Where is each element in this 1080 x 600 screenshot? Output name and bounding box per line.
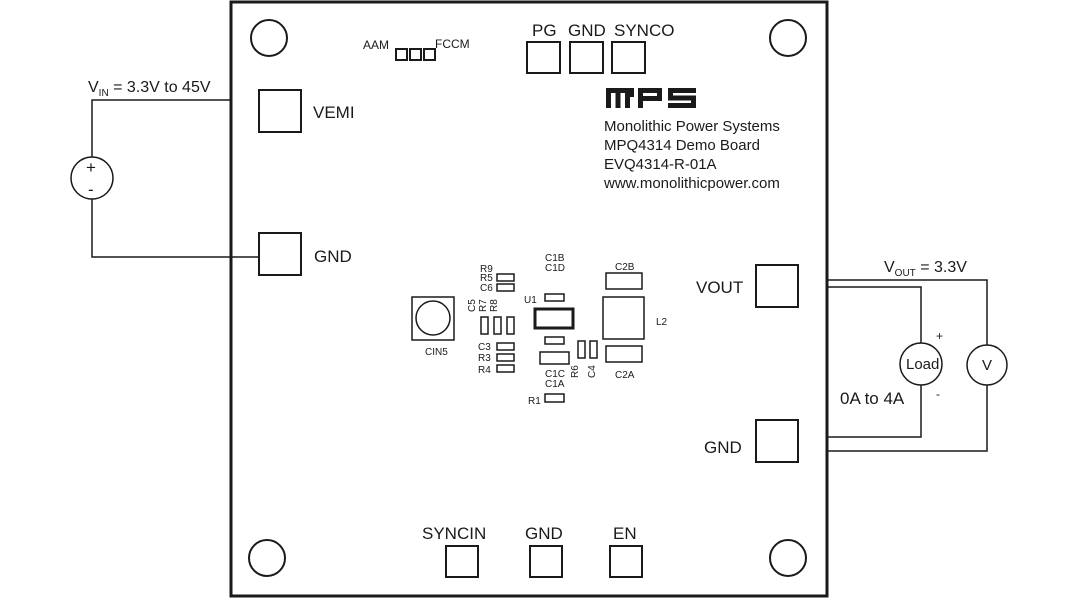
- comp-label-u1: U1: [524, 295, 537, 306]
- terminal-label-synco: SYNCO: [614, 21, 674, 40]
- terminal-synco: [611, 41, 646, 74]
- vin-range: = 3.3V to 45V: [109, 79, 211, 96]
- load-minus: -: [936, 387, 940, 401]
- source-minus: -: [88, 180, 94, 199]
- comp-c2a: [605, 345, 643, 363]
- comp-c1c: [539, 351, 570, 365]
- comp-label-c3: C3: [478, 342, 491, 353]
- gnd-wire-meter-bottom: [827, 385, 988, 452]
- vin-label-main: V: [88, 79, 99, 96]
- vout-value: = 3.3V: [916, 259, 967, 276]
- comp-label-r3: R3: [478, 353, 491, 364]
- terminal-gnd-bottom: [529, 545, 563, 578]
- comp-label-c1a: C1A: [545, 379, 565, 390]
- source-plus: +: [86, 158, 96, 177]
- comp-label-c5: C5: [467, 299, 478, 312]
- vin-wire-bottom: [91, 199, 259, 258]
- company-line-1: Monolithic Power Systems: [604, 118, 780, 135]
- terminal-label-gnd-left: GND: [314, 247, 352, 266]
- terminal-gnd-right: [755, 419, 799, 463]
- terminal-label-en: EN: [613, 524, 637, 543]
- terminal-label-pg: PG: [532, 21, 557, 40]
- terminal-vemi: [258, 89, 302, 133]
- comp-label-r7: R7: [478, 299, 489, 312]
- comp-c1-upper: [544, 336, 565, 345]
- comp-label-c6: C6: [480, 283, 493, 294]
- comp-label-r4: R4: [478, 365, 491, 376]
- voltmeter-label: V: [982, 357, 992, 374]
- board-outline: [229, 0, 829, 598]
- comp-label-r9: R9: [480, 264, 493, 275]
- terminal-syncin: [445, 545, 479, 578]
- comp-c5: [480, 316, 489, 335]
- company-line-4: www.monolithicpower.com: [603, 175, 780, 192]
- comp-label-c1d: C1D: [545, 263, 565, 274]
- jumper-pin-2: [409, 48, 422, 61]
- comp-r4: [496, 364, 515, 373]
- comp-r7: [493, 316, 502, 335]
- terminal-label-gnd-right: GND: [704, 438, 742, 457]
- comp-label-r8: R8: [489, 299, 500, 312]
- terminal-label-gnd-bottom: GND: [525, 524, 563, 543]
- vin-wire-top: [91, 99, 231, 157]
- jumper-pin-1: [395, 48, 408, 61]
- load-label: Load: [906, 356, 939, 373]
- vout-label-sub: OUT: [895, 268, 916, 279]
- comp-label-r6: R6: [570, 365, 581, 378]
- gnd-wire-load-bottom: [827, 385, 922, 438]
- comp-label-r1: R1: [528, 396, 541, 407]
- jumper-label-aam: AAM: [363, 38, 389, 52]
- comp-r1: [544, 393, 565, 403]
- comp-label-c1b: C1B: [545, 253, 565, 264]
- mps-logo: [606, 88, 696, 108]
- terminal-label-gnd-top: GND: [568, 21, 606, 40]
- comp-label-l2: L2: [656, 317, 668, 328]
- mounting-hole-top-left: [250, 19, 288, 57]
- vin-label: VIN = 3.3V to 45V: [88, 79, 211, 99]
- terminal-gnd-left: [258, 232, 302, 276]
- comp-label-cin5: CIN5: [425, 347, 448, 358]
- comp-label-c2a: C2A: [615, 370, 635, 381]
- terminal-pg: [526, 41, 561, 74]
- comp-cin5-body: [415, 300, 451, 336]
- company-line-3: EVQ4314-R-01A: [604, 156, 717, 173]
- terminal-vout: [755, 264, 799, 308]
- vout-label: VOUT = 3.3V: [884, 259, 967, 279]
- jumper-label-fccm: FCCM: [435, 37, 470, 51]
- comp-r8: [506, 316, 515, 335]
- comp-cin5: [411, 296, 455, 341]
- jumper-pin-3: [423, 48, 436, 61]
- mounting-hole-top-right: [769, 19, 807, 57]
- comp-label-c1c: C1C: [545, 369, 565, 380]
- company-line-2: MPQ4314 Demo Board: [604, 137, 760, 154]
- comp-label-c4: C4: [587, 365, 598, 378]
- comp-u1: [533, 307, 575, 330]
- comp-c4: [589, 340, 598, 359]
- terminal-label-vout: VOUT: [696, 278, 743, 297]
- vout-label-main: V: [884, 259, 895, 276]
- vin-label-sub: IN: [99, 88, 109, 99]
- comp-c6: [496, 283, 515, 292]
- terminal-label-syncin: SYNCIN: [422, 524, 486, 543]
- comp-label-r5: R5: [480, 273, 493, 284]
- mounting-hole-bottom-left: [248, 539, 286, 577]
- vout-wire-load-top: [827, 286, 922, 343]
- vout-wire-meter-top: [827, 279, 988, 345]
- terminal-label-vemi: VEMI: [313, 103, 355, 122]
- comp-l2: [602, 296, 645, 340]
- comp-r6: [577, 340, 586, 359]
- comp-r5: [496, 273, 515, 282]
- load-current-range: 0A to 4A: [840, 389, 905, 408]
- load-plus: +: [936, 329, 943, 343]
- comp-c-small: [544, 293, 565, 302]
- comp-r3: [496, 353, 515, 362]
- comp-label-c2b: C2B: [615, 262, 635, 273]
- terminal-gnd-top: [569, 41, 604, 74]
- terminal-en: [609, 545, 643, 578]
- comp-c3: [496, 342, 515, 351]
- comp-c2b: [605, 272, 643, 290]
- mounting-hole-bottom-right: [769, 539, 807, 577]
